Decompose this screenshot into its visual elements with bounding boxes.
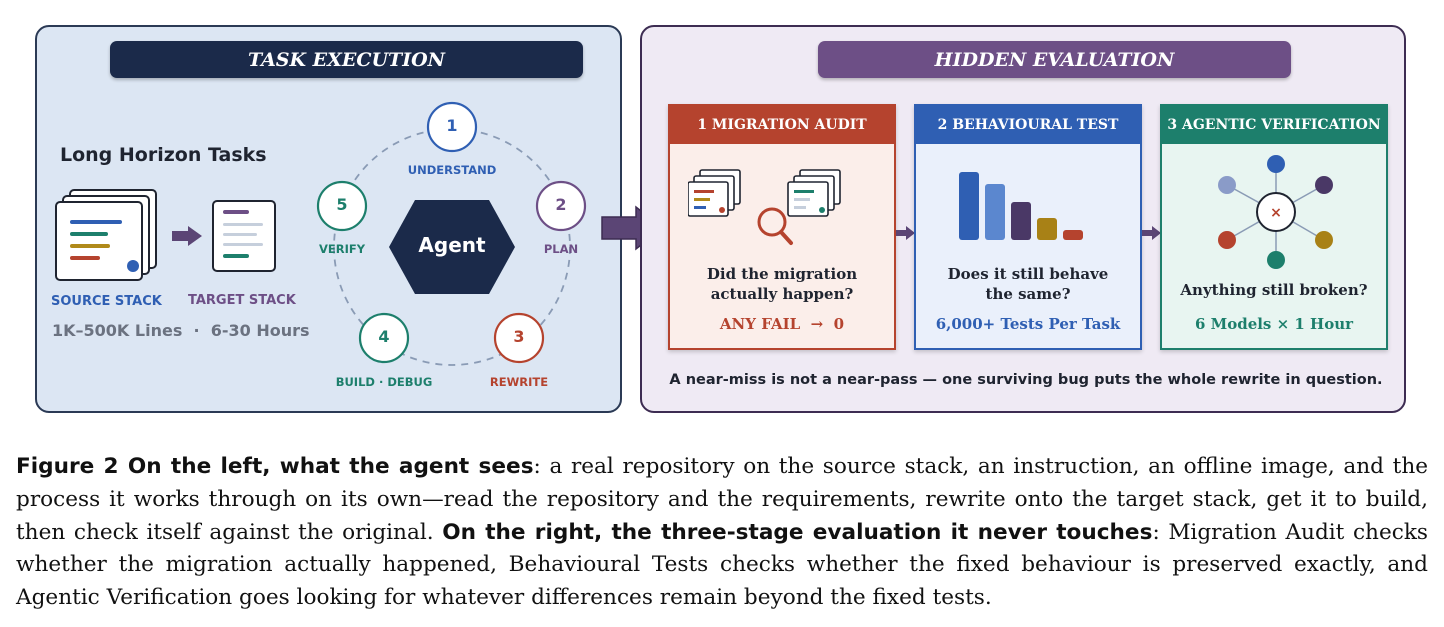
- caption-lead2: On the right, the three-stage evaluation…: [442, 519, 1153, 545]
- stage-arrow-2: [1142, 226, 1161, 240]
- behavioural-test-title: 2 BEHAVIOURAL TEST: [916, 106, 1140, 144]
- step-3-circle: [493, 312, 545, 364]
- long-horizon-heading: Long Horizon Tasks: [60, 144, 267, 166]
- caption-part2: : Migration Audit checks whether the mig…: [16, 519, 1429, 611]
- agent-label: Agent: [418, 233, 486, 257]
- task-stats: 1K–500K Lines · 6-30 Hours: [52, 321, 310, 340]
- step-2-label: PLAN: [543, 242, 579, 256]
- step-3-label: REWRITE: [489, 375, 549, 389]
- step-4-number: 4: [378, 327, 390, 346]
- step-5-number: 5: [336, 195, 348, 214]
- figure-caption: Figure 2 On the left, what the agent see…: [16, 451, 1428, 615]
- step-1-circle: [426, 101, 478, 153]
- step-1-number: 1: [446, 116, 458, 135]
- agentic-verification-stat: 6 Models × 1 Hour: [1194, 315, 1354, 333]
- source-stack-label: SOURCE STACK: [51, 294, 162, 309]
- bar-chart-icon: [959, 172, 1083, 240]
- behavioural-test-question-1: Does it still behave: [947, 265, 1109, 283]
- task-execution-banner: TASK EXECUTION: [110, 41, 583, 78]
- target-stack-label: TARGET STACK: [188, 293, 296, 308]
- document-stack-icon: [55, 189, 157, 281]
- migration-audit-question-2: actually happen?: [710, 285, 854, 303]
- step-1-label: UNDERSTAND: [407, 163, 497, 177]
- step-2-circle: [535, 180, 587, 232]
- behavioural-test-question-2: the same?: [985, 285, 1071, 303]
- behavioural-test-card: 2 BEHAVIOURAL TEST Does it still behave …: [914, 104, 1142, 350]
- target-document-icon: [212, 200, 276, 272]
- network-icon: ×: [1218, 155, 1333, 269]
- agentic-verification-title: 3 AGENTIC VERIFICATION: [1162, 106, 1386, 144]
- step-5-circle: [316, 180, 368, 232]
- step-2-number: 2: [555, 195, 567, 214]
- migration-audit-card: 1 MIGRATION AUDIT Did the migration actu…: [668, 104, 896, 350]
- stage-arrow-1: [896, 226, 915, 240]
- behavioural-test-stat: 6,000+ Tests Per Task: [935, 315, 1121, 333]
- step-5-label: VERIFY: [318, 242, 366, 256]
- evaluation-footer: A near-miss is not a near-pass — one sur…: [669, 372, 1383, 388]
- step-4-circle: [358, 312, 410, 364]
- agent-cycle-diagram: [316, 101, 587, 366]
- svg-text:×: ×: [1270, 205, 1282, 221]
- caption-part1: : a real repository on the source stack,…: [16, 454, 1429, 545]
- agentic-verification-question: Anything still broken?: [1180, 281, 1368, 299]
- migration-audit-question-1: Did the migration: [706, 265, 858, 283]
- arrow-icon: [172, 226, 202, 246]
- step-4-label: BUILD · DEBUG: [335, 375, 433, 389]
- migration-audit-title: 1 MIGRATION AUDIT: [670, 106, 894, 144]
- hidden-evaluation-banner: HIDDEN EVALUATION: [818, 41, 1291, 78]
- agentic-verification-card: 3 AGENTIC VERIFICATION × Anything still …: [1160, 104, 1388, 350]
- caption-lead: Figure 2 On the left, what the agent see…: [16, 454, 534, 479]
- magnifier-icon: [688, 169, 841, 245]
- migration-audit-stat: ANY FAIL → 0: [719, 315, 845, 333]
- step-3-number: 3: [513, 327, 525, 346]
- agent-hexagon: [389, 200, 515, 294]
